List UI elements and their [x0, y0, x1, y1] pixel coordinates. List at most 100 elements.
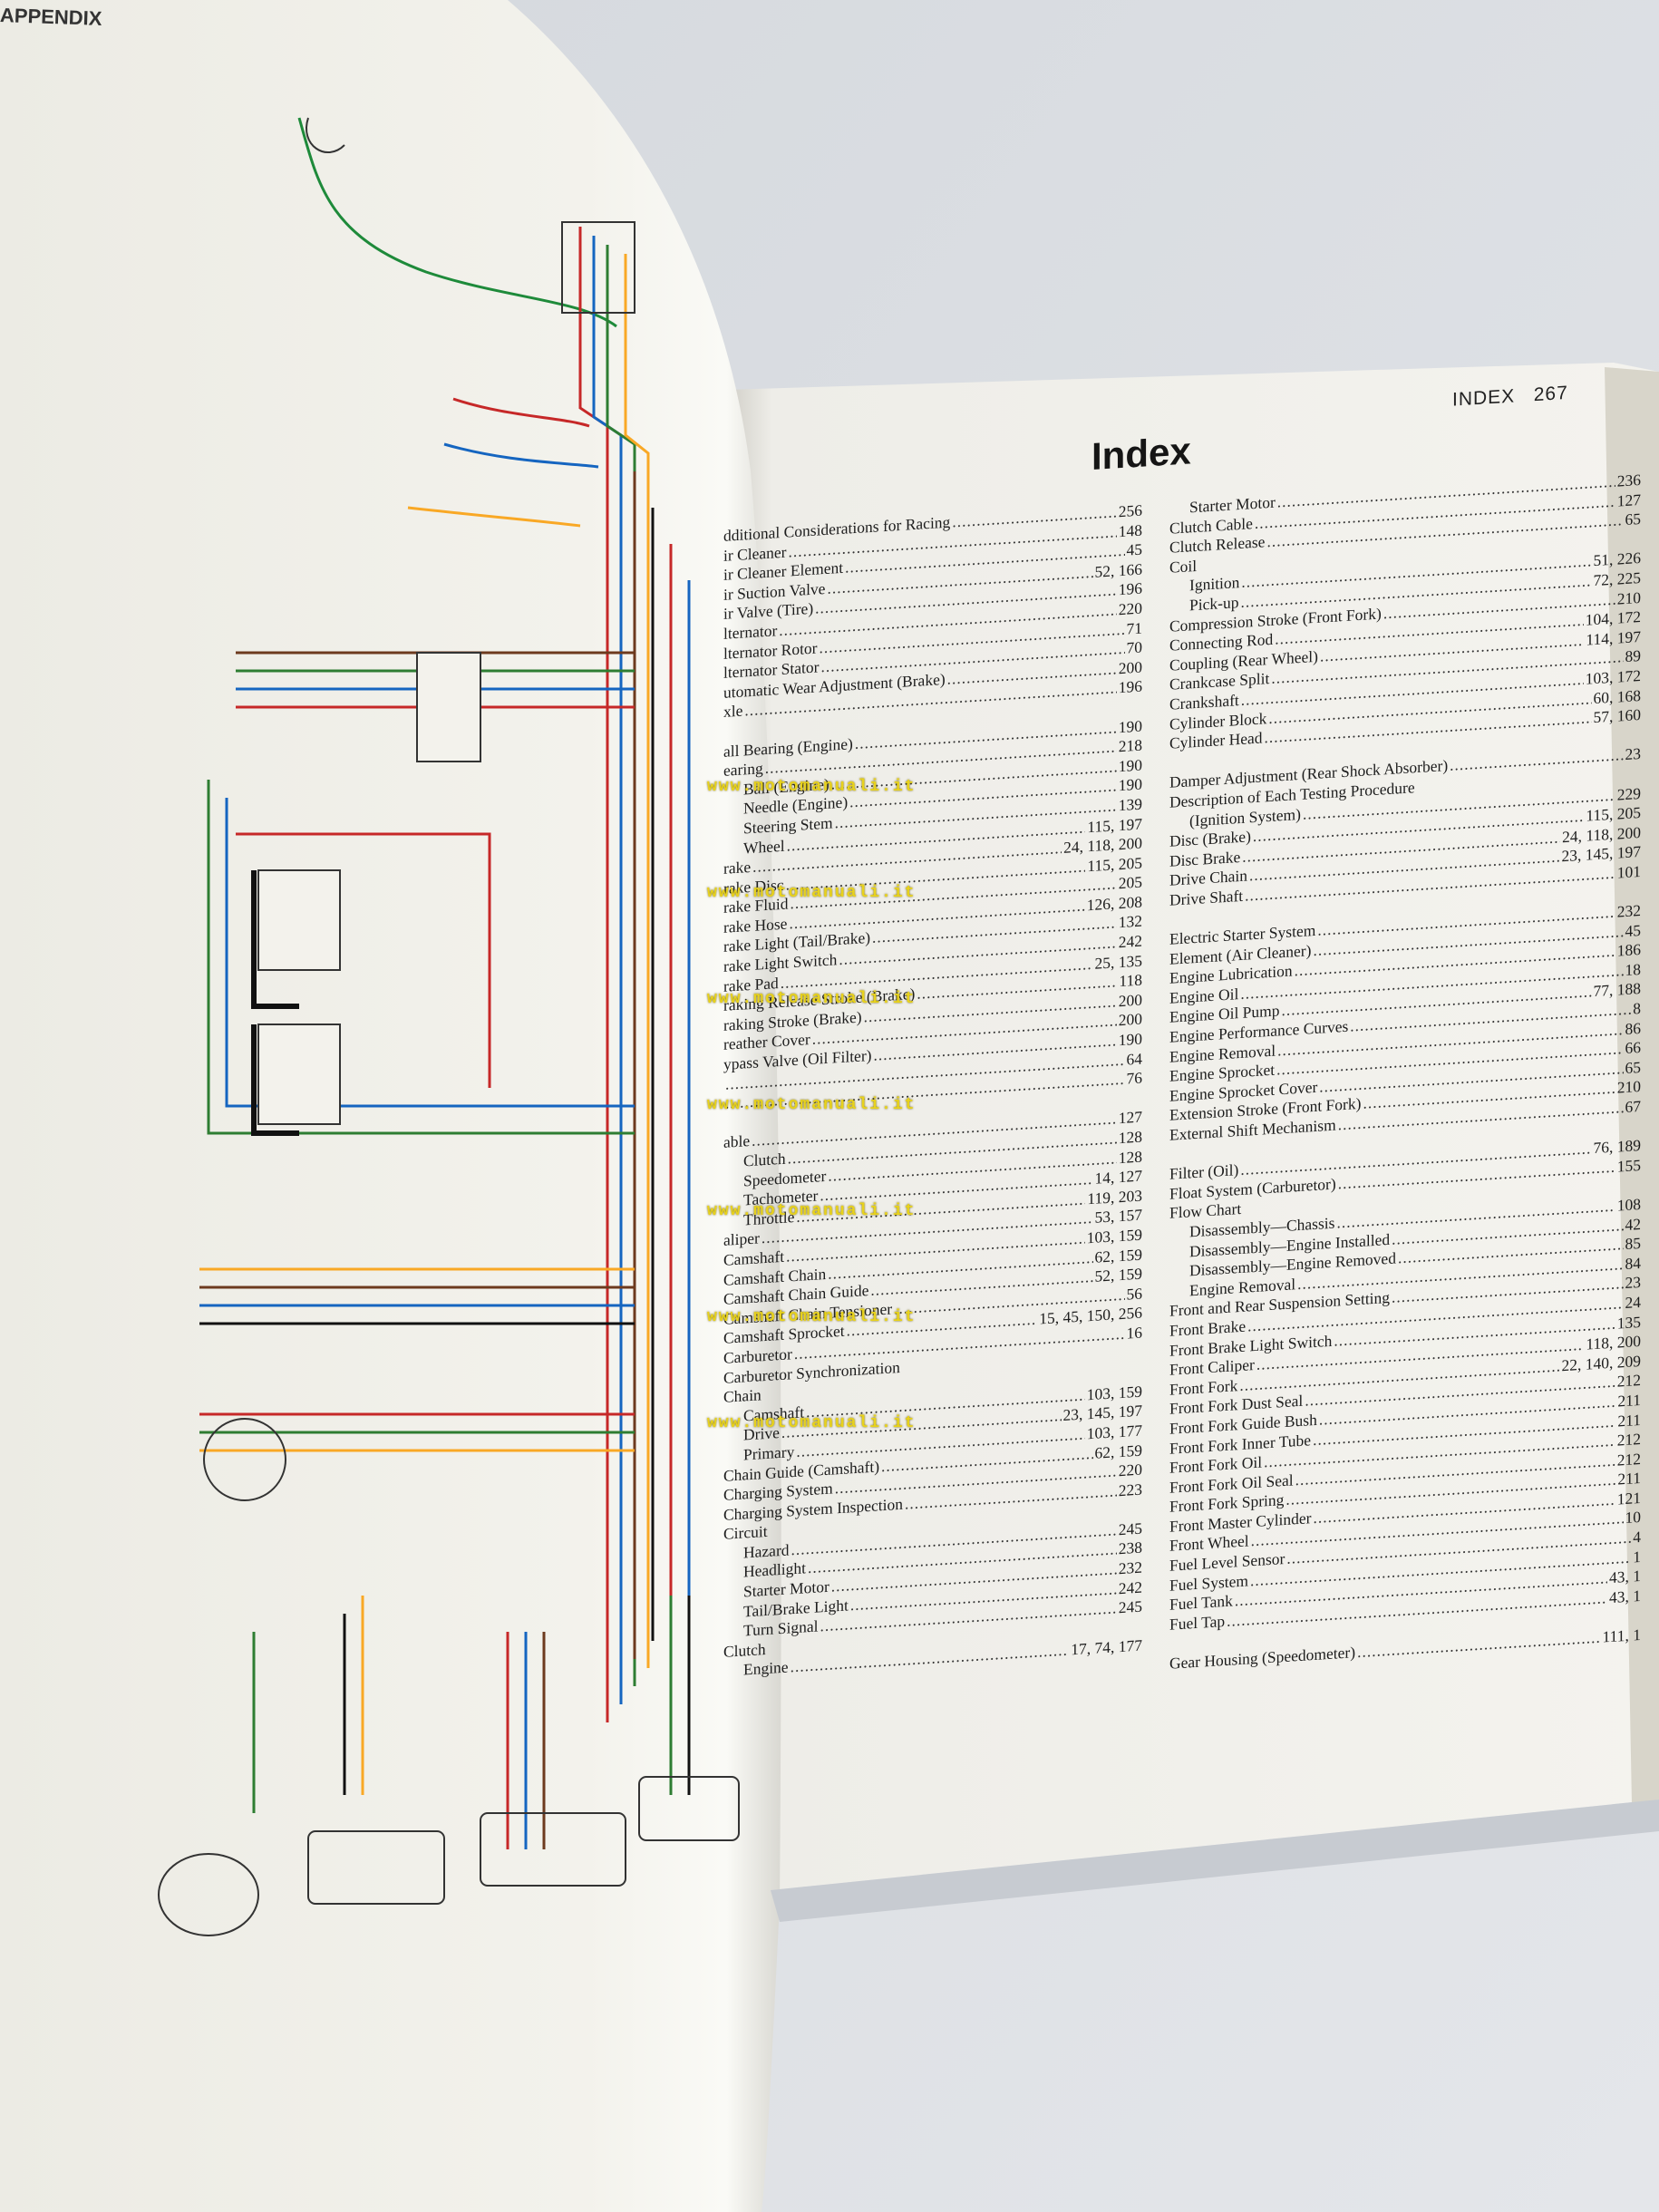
index-pages: 108 [1616, 1194, 1641, 1215]
index-pages: 86 [1625, 1018, 1642, 1038]
index-term: Circuit [723, 1522, 768, 1544]
index-pages: 128 [1118, 1147, 1142, 1167]
index-pages: 223 [1118, 1480, 1142, 1499]
index-pages: 67 [1625, 1096, 1642, 1117]
index-term: rake [723, 858, 752, 878]
index-column-right: Starter Motor236Clutch Cable127Clutch Re… [1169, 471, 1641, 1674]
index-pages: 70 [1126, 637, 1143, 657]
index-pages: 196 [1118, 676, 1142, 697]
index-term: Chain [723, 1385, 762, 1406]
index-pages: 8 [1633, 998, 1641, 1018]
index-pages: 236 [1616, 470, 1641, 490]
index-pages: 118 [1119, 970, 1142, 991]
page-number: 267 [1533, 382, 1568, 406]
index-pages: 43, 1 [1609, 1586, 1641, 1606]
index-pages: 211 [1617, 1410, 1641, 1431]
index-pages: 238 [1118, 1538, 1142, 1558]
index-pages: 211 [1617, 1390, 1641, 1411]
watermark: www.motomanuali.it [707, 1414, 917, 1432]
index-term: Engine [743, 1657, 789, 1679]
index-pages: 210 [1616, 587, 1641, 608]
index-pages: 196 [1118, 578, 1142, 599]
watermark: www.motomanuali.it [707, 1202, 917, 1220]
index-pages: 212 [1616, 1449, 1641, 1470]
page-title: Index [1091, 429, 1191, 479]
index-pages: 128 [1118, 1127, 1142, 1148]
index-pages: 57, 160 [1593, 705, 1642, 727]
index-pages: 16 [1126, 1323, 1143, 1343]
book-shadow [771, 1800, 1659, 1922]
right-page-edge [1605, 367, 1659, 1804]
index-pages: 135 [1616, 1312, 1641, 1333]
index-term: Fuel Tap [1169, 1611, 1226, 1634]
index-pages: 24 [1625, 1292, 1642, 1312]
index-pages: 127 [1616, 490, 1641, 510]
index-pages: 17, 74, 177 [1071, 1636, 1142, 1659]
index-pages: 10 [1625, 1508, 1642, 1528]
watermark: www.motomanuali.it [707, 1096, 917, 1114]
index-pages: 45 [1625, 920, 1642, 940]
index-pages: 111, 1 [1602, 1625, 1641, 1646]
index-pages: 76 [1126, 1068, 1143, 1088]
index-pages: 1 [1633, 1547, 1641, 1567]
index-term: Coil [1169, 556, 1198, 577]
index-pages: 101 [1616, 861, 1641, 882]
index-pages: 89 [1625, 646, 1642, 666]
index-pages: 56 [1126, 1284, 1143, 1304]
index-term: able [723, 1131, 751, 1152]
index-pages: 229 [1616, 783, 1641, 804]
index-column-left: dditional Considerations for Racing256ir… [723, 500, 1143, 1681]
index-pages: 64 [1126, 1049, 1143, 1069]
index-pages: 245 [1118, 1518, 1142, 1539]
index-pages: 242 [1118, 1577, 1142, 1597]
index-pages: 190 [1118, 755, 1142, 775]
index-pages: 43, 1 [1609, 1567, 1641, 1587]
index-pages: 200 [1118, 657, 1142, 677]
index-pages: 186 [1616, 940, 1641, 960]
index-pages: 190 [1118, 1029, 1142, 1050]
left-page-header: APPENDIX [0, 4, 102, 30]
index-pages: 84 [1625, 1253, 1642, 1273]
index-term: xle [723, 701, 743, 722]
index-pages: 65 [1625, 1057, 1642, 1077]
index-pages: 242 [1118, 931, 1142, 952]
index-term: Clutch [723, 1639, 766, 1661]
index-pages: 256 [1118, 500, 1142, 521]
index-pages: 232 [1616, 901, 1641, 921]
index-pages: 139 [1118, 794, 1142, 815]
index-pages: 71 [1126, 618, 1143, 638]
index-pages: 232 [1118, 1557, 1142, 1578]
index-pages: 132 [1118, 912, 1142, 932]
index-pages: 45 [1126, 539, 1143, 559]
index-pages: 66 [1625, 1038, 1642, 1058]
index-pages: 200 [1118, 990, 1142, 1011]
index-pages: 148 [1118, 520, 1142, 540]
index-pages: 4 [1633, 1528, 1641, 1547]
index-pages: 190 [1118, 774, 1142, 795]
page-header: INDEX 267 [1452, 383, 1568, 412]
index-pages: 23 [1625, 1273, 1642, 1293]
watermark: www.motomanuali.it [707, 884, 917, 902]
index-pages: 65 [1625, 509, 1642, 529]
index-pages: 121 [1616, 1488, 1641, 1509]
index-pages: 212 [1616, 1371, 1641, 1391]
index-pages: 18 [1625, 959, 1642, 979]
index-pages: 245 [1118, 1596, 1142, 1617]
index-pages: 212 [1616, 1430, 1641, 1450]
index-pages: 42 [1625, 1214, 1642, 1234]
watermark: www.motomanuali.it [707, 778, 917, 796]
index-pages: 155 [1616, 1155, 1641, 1176]
index-term: Clutch [743, 1149, 786, 1170]
index-pages: 190 [1118, 716, 1142, 736]
index-pages: 23 [1625, 744, 1642, 764]
index-term: Wheel [743, 836, 785, 858]
index-pages: 220 [1118, 598, 1142, 619]
watermark: www.motomanuali.it [707, 990, 917, 1008]
index-pages: 218 [1118, 735, 1142, 756]
index-pages: 205 [1118, 872, 1142, 893]
wiring-diagram [158, 117, 740, 1936]
index-pages: 220 [1118, 1460, 1142, 1480]
index-pages: 200 [1118, 1010, 1142, 1030]
index-pages: 210 [1616, 1077, 1641, 1097]
index-term: Hazard [743, 1540, 790, 1562]
